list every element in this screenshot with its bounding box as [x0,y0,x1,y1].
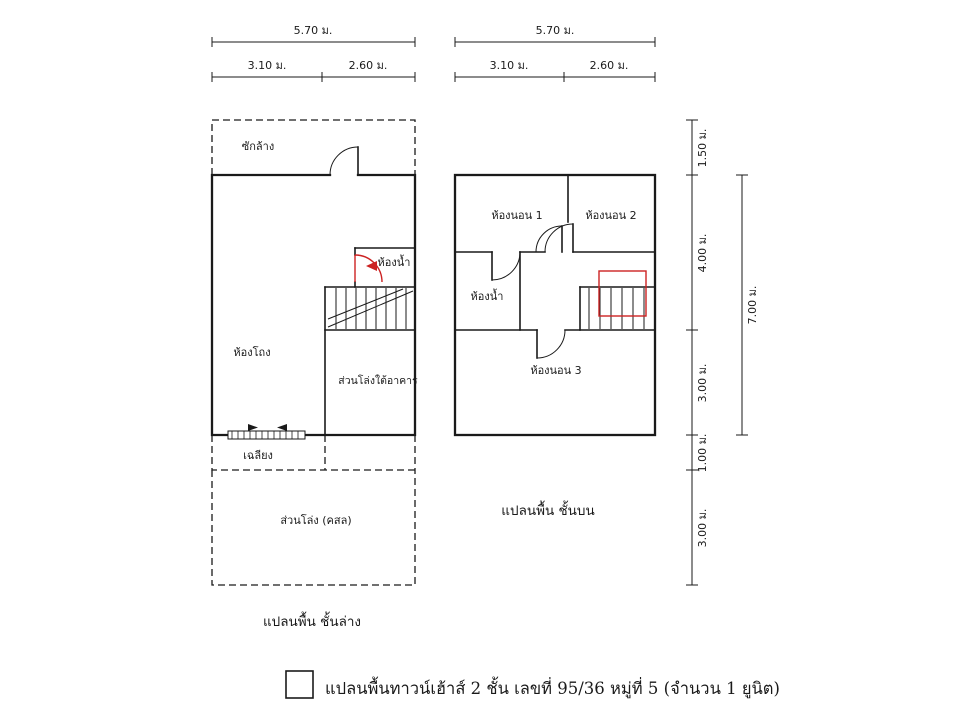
dim-label-left-bay: 3.10 ม. [248,59,287,72]
caption-text: แปลนพื้นทาวน์เฮ้าส์ 2 ชั้น เลขที่ 95/36 … [325,676,780,699]
dim-label-right-bay: 2.60 ม. [590,59,629,72]
window-frame [227,430,306,440]
upper-floor-outer-wall [453,173,657,437]
room-label-open-under: ส่วนโล่งใต้อาคาร [338,374,418,387]
upper-floor-plan: 5.70 ม. 3.10 ม. 2.60 ม. [453,24,657,519]
dim-label-left-bay: 3.10 ม. [490,59,529,72]
dim-label-overall-width: 5.70 ม. [294,24,333,37]
slide-arrow-left [277,424,287,431]
caption-block: แปลนพื้นทาวน์เฮ้าส์ 2 ชั้น เลขที่ 95/36 … [285,670,780,699]
ground-floor-plan: 5.70 ม. 3.10 ม. 2.60 ม. [210,24,418,630]
laundry-dashed-outline [211,119,416,175]
room-label-porch: เฉลียง [243,449,273,462]
ground-floor-outer-wall [210,173,417,437]
upper-floor-top-dimensions: 5.70 ม. 3.10 ม. 2.60 ม. [454,24,656,82]
overall-height-dimension: 7.00 ม. [736,174,759,436]
door-swing-arc [491,251,521,281]
door-swing-arc [544,223,574,253]
stair-opening-red-outline [598,270,647,317]
dim-label-300b: 3.00 ม. [696,509,709,548]
door-swing-arc [536,329,566,359]
room-label-bedroom1: ห้องนอน 1 [491,209,542,222]
room-label-bedroom2: ห้องนอน 2 [585,209,636,222]
upper-floor-stairs [579,270,656,331]
dim-label-150: 1.50 ม. [696,129,709,168]
dim-label-400: 4.00 ม. [696,234,709,273]
room-label-laundry: ซักล้าง [242,140,274,153]
room-label-hall: ห้องโถง [233,345,270,359]
open-slab-dashed-outline [211,470,416,586]
room-label-bedroom3: ห้องนอน 3 [530,364,581,377]
dim-label-300a: 3.00 ม. [696,364,709,403]
door-swing-arrow [366,261,377,271]
dim-label-overall-width: 5.70 ม. [536,24,575,37]
room-label-bathroom: ห้องน้ำ [378,254,411,269]
slide-arrow-right [248,424,258,431]
legend-swatch [285,670,314,699]
door-swing-arc [535,225,563,253]
stair-break-line [327,288,404,320]
upper-floor-title: แปลนพื้น ชั้นบน [501,500,594,519]
right-dimension-chain: 1.50 ม. 4.00 ม. 3.00 ม. 1.00 ม. 3.00 ม. [686,119,709,586]
stair-break-line [327,290,414,328]
dim-label-overall-height: 7.00 ม. [746,286,759,325]
ground-floor-window [227,424,306,440]
ground-floor-top-dimensions: 5.70 ม. 3.10 ม. 2.60 ม. [211,24,416,82]
room-label-bathroom: ห้องน้ำ [471,288,504,303]
dim-label-right-bay: 2.60 ม. [349,59,388,72]
dim-label-100: 1.00 ม. [696,434,709,473]
ground-floor-stairs [324,286,416,436]
room-label-open-slab: ส่วนโล่ง (คสล) [280,513,351,527]
ground-floor-title: แปลนพื้น ชั้นล่าง [263,611,361,630]
door-swing-arc [329,146,359,176]
